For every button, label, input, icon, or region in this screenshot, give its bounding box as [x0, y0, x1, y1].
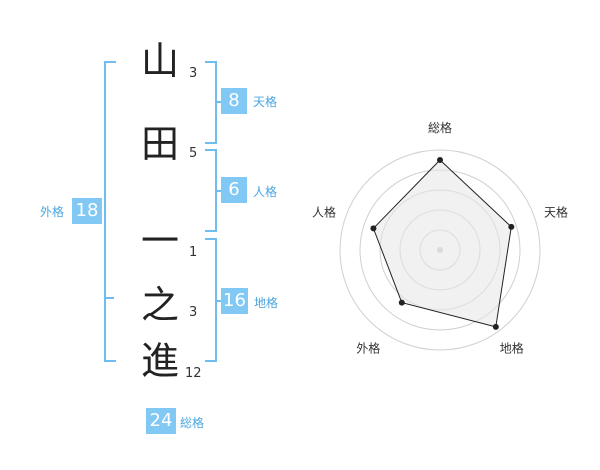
- tenkaku-badge: 8: [221, 88, 247, 114]
- gaikaku-bracket: [104, 61, 116, 362]
- stroke-count-3: 1: [189, 245, 198, 260]
- gaikaku-label: 外格: [40, 205, 65, 219]
- stroke-count-4: 3: [189, 305, 198, 320]
- chikaku-label: 地格: [254, 296, 279, 310]
- soukaku-badge: 24: [146, 408, 176, 434]
- gaikaku-bracket-tick: [106, 297, 114, 299]
- radar-series-polygon: [372, 159, 512, 328]
- tenkaku-connector: [215, 101, 221, 103]
- stroke-count-2: 5: [189, 146, 198, 161]
- radar-point-3: [492, 323, 499, 330]
- radar-axis-label-4: 外格: [356, 341, 380, 356]
- name-char-4: 之: [140, 283, 179, 327]
- name-char-2: 田: [140, 122, 179, 166]
- jinkaku-connector: [215, 190, 221, 192]
- chikaku-connector: [215, 300, 221, 302]
- soukaku-label: 総格: [180, 416, 205, 430]
- radar-point-5: [370, 225, 377, 232]
- radar-ring-5: [339, 149, 541, 351]
- stroke-count-5: 12: [185, 366, 202, 381]
- name-char-3: 一: [140, 219, 179, 263]
- name-char-5: 進: [140, 339, 179, 383]
- jinkaku-label: 人格: [253, 185, 278, 199]
- chikaku-badge: 16: [221, 288, 248, 314]
- radar-point-2: [508, 223, 515, 230]
- stroke-count-1: 3: [189, 66, 198, 81]
- tenkaku-label: 天格: [253, 95, 278, 109]
- radar-axis-label-5: 人格: [312, 204, 336, 219]
- gaikaku-badge: 18: [72, 198, 102, 224]
- jinkaku-badge: 6: [221, 177, 247, 203]
- radar-axis-label-3: 地格: [500, 341, 524, 356]
- radar-axis-label-1: 総格: [428, 120, 452, 135]
- radar-point-1: [437, 157, 443, 163]
- radar-point-4: [398, 299, 405, 306]
- radar-axis-label-2: 天格: [544, 204, 568, 219]
- name-char-1: 山: [140, 39, 179, 83]
